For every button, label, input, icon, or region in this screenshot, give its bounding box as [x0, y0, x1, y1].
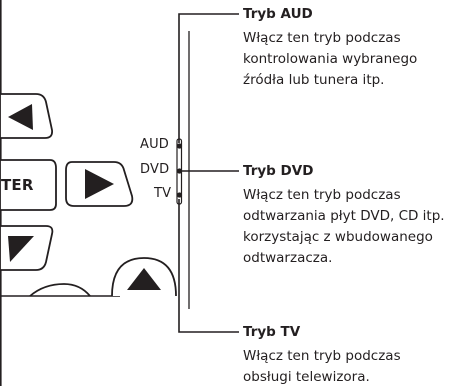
mode-desc-tv: Włącz ten tryb podczas obsługi telewizor…	[243, 346, 401, 388]
switch-label-aud: AUD	[140, 137, 170, 152]
desc-line: Włącz ten tryb podczas	[243, 30, 401, 46]
up-button[interactable]	[0, 93, 54, 139]
down-arrow-icon	[8, 236, 34, 262]
desc-line: kontrolowania wybranego	[243, 51, 418, 67]
right-button[interactable]	[65, 161, 134, 207]
desc-line: źródła lub tunera itp.	[243, 72, 385, 88]
mode-switch[interactable]	[176, 138, 183, 205]
desc-line: odtwarzacza.	[243, 250, 333, 266]
leader-aud	[178, 13, 239, 143]
switch-dot-tv	[176, 192, 183, 198]
circle-up-button[interactable]	[111, 257, 177, 297]
mode-title-tv: Tryb TV	[243, 324, 301, 340]
leader-lines	[178, 13, 239, 333]
leader-tv	[178, 199, 239, 333]
up-arrow-icon	[8, 104, 33, 130]
mode-desc-aud: Włącz ten tryb podczas kontrolowania wyb…	[243, 28, 417, 91]
up-arrow-icon	[127, 268, 161, 290]
enter-button[interactable]	[0, 159, 57, 211]
right-arrow-icon	[85, 169, 114, 199]
switch-label-dvd: DVD	[140, 162, 170, 177]
switch-label-tv: TV	[154, 186, 172, 201]
mode-desc-dvd: Włącz ten tryb podczas odtwarzania płyt …	[243, 185, 445, 269]
switch-dot-dvd	[176, 168, 183, 174]
desc-line: obsługi telewizora.	[243, 369, 370, 385]
down-button[interactable]	[0, 225, 54, 271]
desc-line: Włącz ten tryb podczas	[243, 348, 401, 364]
enter-button-label: TER	[1, 176, 34, 194]
desc-line: odtwarzania płyt DVD, CD itp.	[243, 208, 445, 224]
desc-line: korzystając z wbudowanego	[243, 229, 433, 245]
round-button[interactable]	[29, 283, 91, 297]
mode-title-dvd: Tryb DVD	[243, 163, 314, 179]
mode-title-aud: Tryb AUD	[243, 6, 313, 22]
switch-dot-aud	[176, 143, 183, 149]
desc-line: Włącz ten tryb podczas	[243, 187, 401, 203]
